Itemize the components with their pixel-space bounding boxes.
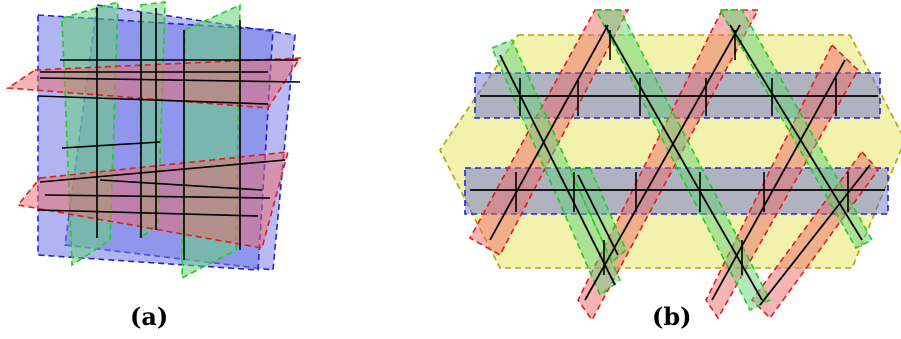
intersection-lines-a [37, 8, 301, 260]
vertical-crossings-b [515, 30, 849, 275]
panel-b-diagram [439, 9, 901, 322]
intersection-lines-b [470, 24, 885, 306]
panel-a-diagram [5, 0, 302, 280]
green-plane-left [61, 0, 119, 267]
red-plane-bottom [16, 151, 290, 249]
caption-b: (b) [652, 302, 692, 331]
red-plane-top [5, 57, 302, 109]
caption-a: (a) [130, 302, 169, 331]
